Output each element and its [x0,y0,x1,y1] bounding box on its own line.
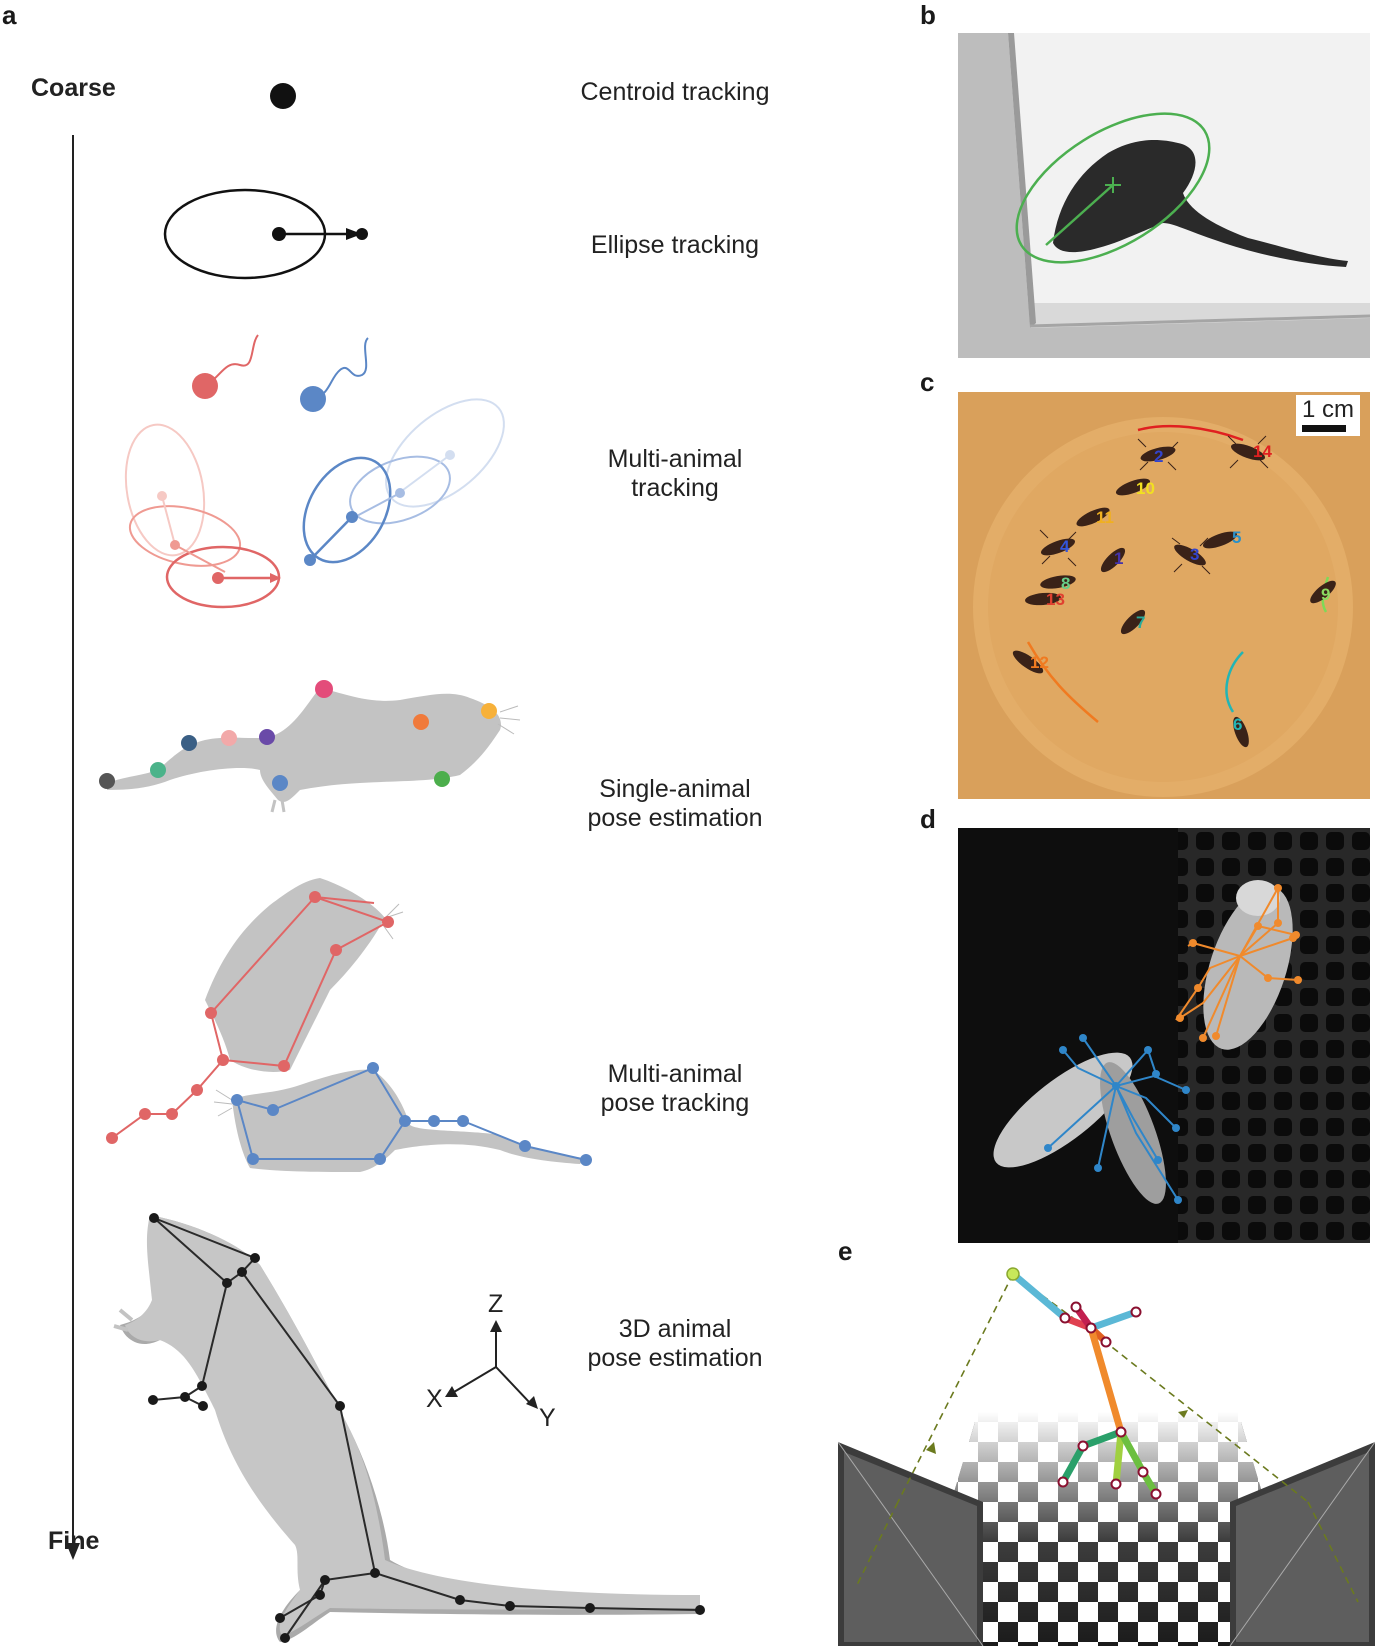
ellipse-glyph [163,188,368,280]
panel-a-label: a [2,0,17,30]
scale-bar-label: 1 cm [1302,396,1355,423]
multi-camera-3d-rig [838,1262,1375,1646]
label-3d-pose-estimation: 3D animal pose estimation [587,1315,763,1372]
ant-id-12: 12 [1030,653,1049,672]
label-ellipse-tracking: Ellipse tracking [590,231,760,259]
ant-arena-photo: 2 14 10 11 4 1 3 5 8 13 7 9 12 6 1 cm [958,392,1370,799]
multi-pose-red [106,878,404,1144]
panel-e-label: e [838,1236,853,1266]
ant-id-2: 2 [1154,447,1163,466]
scale-bar-line [1302,425,1346,432]
mouse-ellipse-photo [958,33,1370,358]
centroid-dot [270,83,296,109]
fly-pose-photo [958,828,1370,1243]
multi-ellipse-blue [302,398,505,566]
coarse-label: Coarse [31,74,116,102]
z-axis-label: Z [488,1290,504,1318]
ant-id-3: 3 [1190,545,1199,564]
pose-3d-rat [113,1213,705,1643]
ant-id-4: 4 [1060,537,1070,556]
single-animal-pose [99,680,521,813]
label-single-animal-pose: Single-animal pose estimation [587,775,763,832]
multi-ellipse-red [124,423,281,609]
ant-id-13: 13 [1046,590,1065,609]
panel-b-label: b [920,0,936,30]
label-multi-animal-pose-tracking: Multi-animal pose tracking [600,1060,750,1117]
panel-c-label: c [920,367,935,397]
label-multi-animal-tracking: Multi-animal tracking [607,445,743,502]
coarse-to-fine-arrow [66,135,80,1560]
label-centroid-tracking: Centroid tracking [580,78,770,106]
ant-id-10: 10 [1136,479,1155,498]
xyz-axes [445,1320,538,1409]
x-axis-label: X [426,1385,443,1413]
multi-centroid-trails [192,334,369,412]
ant-id-5: 5 [1232,528,1241,547]
ant-id-14: 14 [1253,442,1272,461]
ant-id-8: 8 [1061,574,1070,593]
panel-d-label: d [920,804,936,834]
ant-id-6: 6 [1233,715,1242,734]
ant-id-11: 11 [1096,508,1114,527]
multi-pose-blue [213,1062,592,1172]
y-axis-label: Y [539,1404,556,1432]
ant-id-7: 7 [1136,613,1145,632]
ant-id-9: 9 [1321,585,1330,604]
ant-id-1: 1 [1114,549,1123,568]
scale-bar: 1 cm [1296,395,1361,436]
